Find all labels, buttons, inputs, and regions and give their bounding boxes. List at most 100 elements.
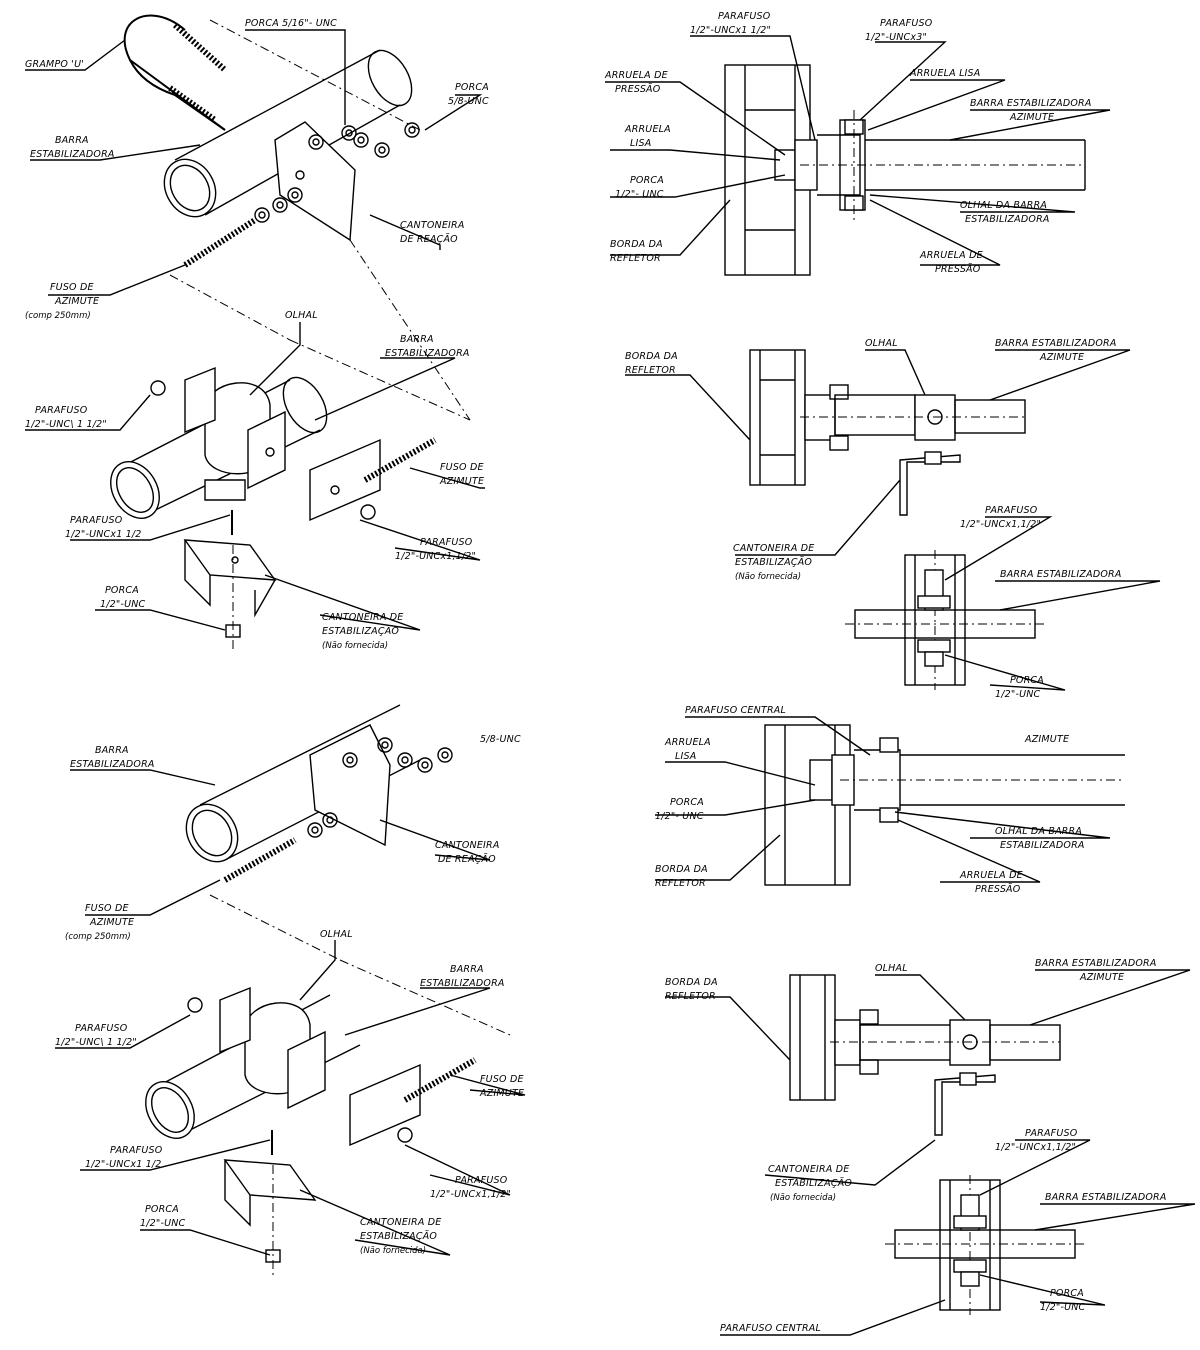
label-barra-4: BARRA xyxy=(450,964,484,975)
tr-leaders xyxy=(605,35,1111,266)
tl-reaction-plate xyxy=(274,121,356,242)
mr-section xyxy=(845,550,1045,690)
label-grampo-u: GRAMPO 'U' xyxy=(25,59,84,70)
label-de-reacao: DE REAÇÃO xyxy=(400,234,458,245)
label-olhal-da-barra: OLHAL DA BARRA xyxy=(960,200,1047,211)
label-parafuso-1: PARAFUSO xyxy=(35,405,88,416)
br2-detail xyxy=(789,974,1061,1136)
bl-assembly xyxy=(145,704,511,1275)
label-barra-estab-r: BARRA ESTABILIZADORA xyxy=(995,338,1117,349)
label-cant-estab: CANTONEIRA DE xyxy=(322,612,403,623)
label-porca-12: 1/2"-UNC xyxy=(100,599,146,610)
label-barra-estab-r3: BARRA ESTABILIZADORA xyxy=(1035,958,1157,969)
label-p-12-112-r3: 1/2"-UNCx1,1/2" xyxy=(960,519,1041,530)
tl-leaders xyxy=(25,29,485,631)
label-azimute-r2: AZIMUTE xyxy=(1039,352,1084,363)
label-comp-250: (comp 250mm) xyxy=(25,311,91,321)
label-azimute-2: AZIMUTE xyxy=(439,476,484,487)
label-parafuso-4: PARAFUSO xyxy=(75,1023,128,1034)
label-pressao-3: PRESSÃO xyxy=(975,884,1021,895)
label-azimute-4: AZIMUTE xyxy=(479,1088,524,1099)
label-barra-estab-r2: BARRA ESTABILIZADORA xyxy=(1000,569,1122,580)
label-porca-r: PORCA xyxy=(630,175,664,186)
label-parafuso-6: PARAFUSO xyxy=(455,1175,508,1186)
br-detail xyxy=(764,724,1125,886)
label-cantoneira-2: CANTONEIRA xyxy=(435,840,500,851)
label-porca-516: PORCA 5/16"- UNC xyxy=(245,18,337,29)
label-r-parafuso-1: PARAFUSO xyxy=(718,11,771,22)
label-estabilizacao-2: ESTABILIZAÇÃO xyxy=(360,1231,437,1242)
label-pressao-2: PRESSÃO xyxy=(935,264,981,275)
br-leaders xyxy=(655,716,1111,883)
label-cant-estab-r2: CANTONEIRA DE xyxy=(768,1164,849,1175)
label-nao-fornecida-r: (Não fornecida) xyxy=(735,572,801,582)
label-arruela-de: ARRUELA DE xyxy=(604,70,668,81)
label-parafuso-central: PARAFUSO CENTRAL xyxy=(685,705,786,716)
label-porca-2: PORCA xyxy=(105,585,139,596)
br2-section-leaders xyxy=(720,1139,1196,1336)
u-bolt-top xyxy=(123,14,226,131)
tl-assembly xyxy=(110,14,471,650)
label-barra-estab-az: BARRA ESTABILIZADORA xyxy=(970,98,1092,109)
label-azimute-3: AZIMUTE xyxy=(89,917,134,928)
label-cant-estab-2: CANTONEIRA DE xyxy=(360,1217,441,1228)
label-porca-r4: PORCA xyxy=(1050,1288,1084,1299)
tl-stab-angle xyxy=(183,539,277,581)
label-azimute-r3: AZIMUTE xyxy=(1024,734,1069,745)
label-parafuso-5: PARAFUSO xyxy=(110,1145,163,1156)
label-p-12-112-r4: 1/2"-UNCx1,1/2" xyxy=(995,1142,1076,1153)
mr-labels: BORDA DA REFLETOR OLHAL BARRA ESTABILIZA… xyxy=(625,338,1117,582)
label-pressao: PRESSÃO xyxy=(615,84,661,95)
u-bolt-thread-1 xyxy=(172,22,228,73)
label-porca-r3: PORCA xyxy=(670,797,704,808)
mr-section-leaders xyxy=(944,516,1161,691)
label-58-unc-2: 5/8-UNC xyxy=(480,734,521,745)
label-estab-olhal-2: ESTABILIZADORA xyxy=(1000,840,1085,851)
label-porca-12-r2: 1/2"-UNC xyxy=(995,689,1041,700)
label-arruela: ARRUELA xyxy=(624,124,671,135)
label-estabilizacao-r2: ESTABILIZAÇÃO xyxy=(775,1178,852,1189)
label-fuso-de-4: FUSO DE xyxy=(480,1074,524,1085)
tr-detail xyxy=(724,64,1086,276)
label-r-parafuso-1-val: 1/2"-UNCx1 1/2" xyxy=(690,25,771,36)
label-olhal-da-barra-2: OLHAL DA BARRA xyxy=(995,826,1082,837)
label-refletor-4: REFLETOR xyxy=(665,991,716,1002)
label-estabilizacao: ESTABILIZAÇÃO xyxy=(322,626,399,637)
label-barra: BARRA xyxy=(55,135,89,146)
br2-labels: BORDA DA REFLETOR OLHAL BARRA ESTABILIZA… xyxy=(665,958,1157,1203)
label-de-reacao-2: DE REAÇÃO xyxy=(438,854,496,865)
label-porca-r2: PORCA xyxy=(1010,675,1044,686)
label-borda-da-2: BORDA DA xyxy=(625,351,678,362)
label-p-12-112-f: 1/2"-UNCx1,1/2" xyxy=(430,1189,511,1200)
bl-reaction-plate xyxy=(309,724,391,847)
label-r-parafuso-2-val: 1/2"-UNCx3" xyxy=(865,32,927,43)
label-estabilizadora-2: ESTABILIZADORA xyxy=(385,348,470,359)
label-nao-fornecida: (Não fornecida) xyxy=(322,641,388,651)
label-porca-12-2: 1/2"-UNC xyxy=(140,1218,186,1229)
tl-flat-plate xyxy=(309,438,381,522)
label-arruela-de-2: ARRUELA DE xyxy=(919,250,983,261)
label-porca-r3-val: 1/2"- UNC xyxy=(655,811,704,822)
label-borda-da: BORDA DA xyxy=(610,239,663,250)
label-cantoneira: CANTONEIRA xyxy=(400,220,465,231)
label-barra-3: BARRA xyxy=(95,745,129,756)
label-fuso-de: FUSO DE xyxy=(50,282,94,293)
label-azimute-r1: AZIMUTE xyxy=(1009,112,1054,123)
label-cant-estab-r: CANTONEIRA DE xyxy=(733,543,814,554)
u-bolt-thread-2 xyxy=(168,85,217,123)
label-barra-2: BARRA xyxy=(400,334,434,345)
label-parafuso-3: PARAFUSO xyxy=(420,537,473,548)
tl-tube-top xyxy=(174,49,381,161)
tl-azimuth-spindle-2 xyxy=(363,437,437,483)
br2-section xyxy=(885,1175,1085,1315)
label-comp-250-2: (comp 250mm) xyxy=(65,932,131,942)
tl-tube-end xyxy=(163,158,217,218)
label-r-parafuso-2: PARAFUSO xyxy=(880,18,933,29)
label-nao-fornecida-2: (Não fornecida) xyxy=(360,1246,426,1256)
label-lisa-2: LISA xyxy=(675,751,696,762)
bl-leaders xyxy=(55,769,526,1256)
br2-section-labels: PARAFUSO 1/2"-UNCx1,1/2" BARRA ESTABILIZ… xyxy=(720,1128,1166,1334)
tl-nuts xyxy=(254,122,420,223)
label-arruela-2: ARRUELA xyxy=(664,737,711,748)
